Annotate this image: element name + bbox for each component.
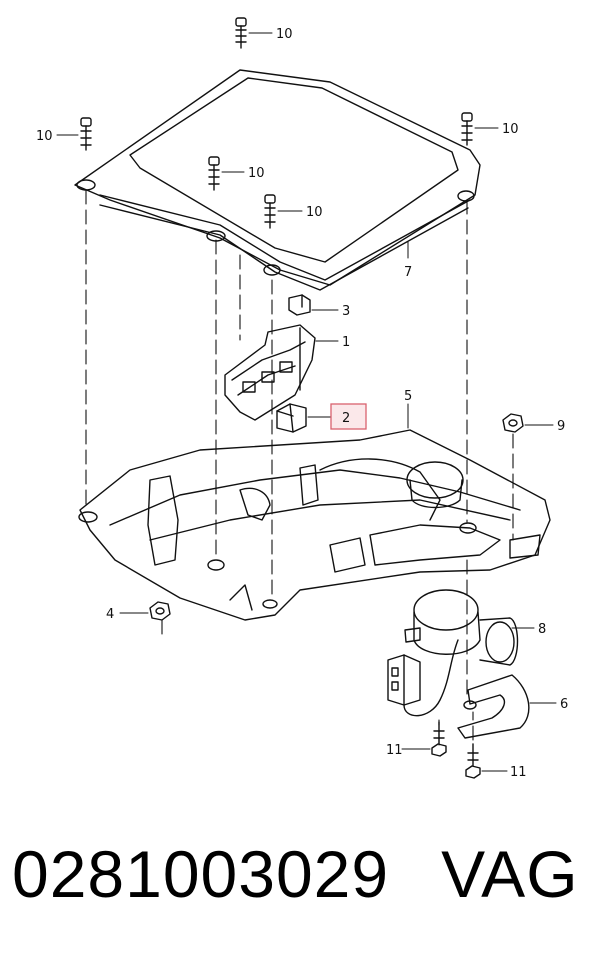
callout-2: 2 <box>342 411 350 426</box>
callout-6: 6 <box>560 697 568 712</box>
callout-10-top: 10 <box>276 27 293 42</box>
screw-10-top <box>235 17 247 49</box>
bolt-11-right <box>465 743 481 779</box>
callout-4: 4 <box>106 607 114 622</box>
screw-10-middle <box>208 156 220 191</box>
relay-holder-part <box>224 324 316 421</box>
callout-1: 1 <box>342 335 350 350</box>
highlight-box-part-2 <box>330 403 367 430</box>
callout-10-middle: 10 <box>248 166 265 181</box>
assembly-lines <box>85 189 514 746</box>
nut-4-part <box>149 601 171 621</box>
tray-part <box>78 429 551 621</box>
brand-name: VAG <box>441 837 579 911</box>
callout-labels: 10 10 10 10 10 7 3 1 5 2 9 4 8 6 11 11 <box>36 27 568 780</box>
callout-7: 7 <box>404 265 412 280</box>
air-pump-part <box>404 589 519 666</box>
callout-10-inner: 10 <box>306 205 323 220</box>
part-number: 0281003029 <box>12 837 390 911</box>
screw-10-right <box>461 112 473 146</box>
callout-8: 8 <box>538 622 546 637</box>
heat-shield-part <box>457 674 530 739</box>
callout-9: 9 <box>557 419 565 434</box>
callout-10-right: 10 <box>502 122 519 137</box>
leader-lines <box>56 32 557 772</box>
connector-wire-part <box>387 639 459 717</box>
callout-11-left: 11 <box>386 743 403 758</box>
callout-11-right: 11 <box>510 765 527 780</box>
callout-10-left: 10 <box>36 129 53 144</box>
callout-3: 3 <box>342 304 350 319</box>
footer-caption: 0281003029 VAG <box>12 836 592 912</box>
callout-5: 5 <box>404 389 412 404</box>
relay-part <box>276 403 307 433</box>
cover-part <box>74 69 481 291</box>
screw-10-left <box>80 117 92 151</box>
fuse-part <box>288 294 311 316</box>
nut-9-part <box>502 413 524 433</box>
screw-10-inner <box>264 194 276 229</box>
